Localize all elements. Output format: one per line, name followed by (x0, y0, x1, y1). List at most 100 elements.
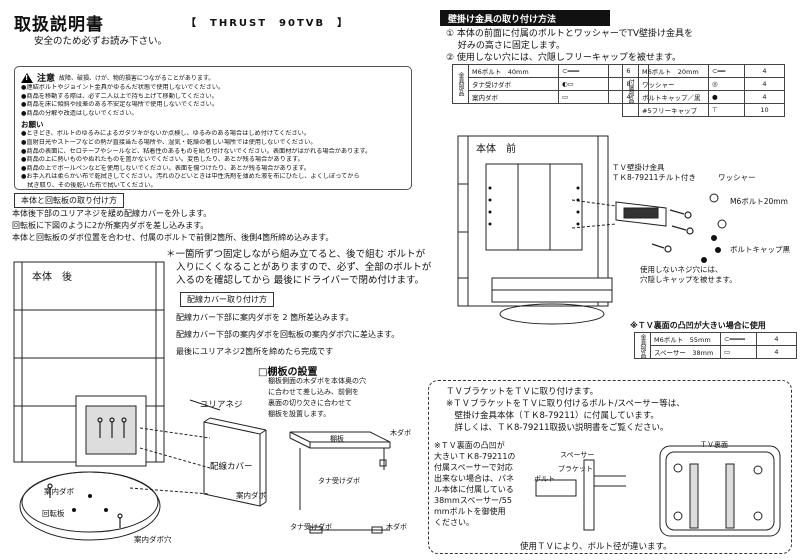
request-item: ●ときどき、ボルトのゆるみによるガタツキがないか点検し、ゆるみのある場合はしめ付… (21, 130, 311, 138)
model-name: 【 THRUST 90TVB 】 (186, 18, 350, 29)
part-name: ボルトキャップ／黒 (638, 90, 709, 104)
caution-item: ●商品を移動する際は、必ず二人以上で持ち上げて移動してください。 (21, 92, 218, 100)
bolt-icon: ⊂══ (712, 67, 726, 75)
shelf-line: 裏面の切り欠きに合わせて (268, 399, 352, 407)
wall-mount-step: 好みの高さに固定します。 (446, 41, 565, 51)
bolt-cap-icon: ● (712, 93, 718, 101)
base-install-line: 本体と回転板のダボ位置を合わせ、付属のボルトで前側2箇所、後側4箇所締め込みます… (12, 233, 334, 242)
parts-left-label: 金具部品 (452, 64, 469, 104)
tv-note-line: 38mmスペーサー/55 (434, 496, 512, 505)
part-name: スペーサー 38mm (650, 345, 721, 359)
cable-cover-line: 配線カバー下部に案内ダボを 2 箇所差込みます。 (176, 313, 354, 322)
base-diagram-label: 本体 後 (32, 272, 72, 283)
tv-bracket-line: ※ＴＶブラケットをＴＶに取り付けるボルト/スペーサー等は、 (446, 399, 685, 409)
tv-note-line: ください。 (434, 518, 474, 527)
parts-right-label: 付属部品 (622, 64, 639, 117)
dowel-icon: ◐▭ (562, 80, 574, 88)
part-name: 案内ダボ (468, 90, 559, 104)
wood-dowel-label: 木ダボ (390, 429, 411, 437)
wall-mount-heading: 壁掛け金具の取り付け方法 (440, 10, 610, 26)
request-item: 拭き取り、その後乾いた布で拭いてください。 (21, 181, 157, 189)
unused-hole-label-1: 使用しないネジ穴には、 (640, 265, 723, 274)
large-gap-heading: ※ＴＶ裏面の凸凹が大きい場合に使用 (630, 321, 766, 330)
caution-item: ●商品を床に傾斜や段差のある不安定な場所で使用しないでください。 (21, 101, 219, 109)
bolt-note-line: 入りにくくなることがありますので、必ず、全部のボルトが (176, 262, 432, 273)
base-install-heading: 本体と回転板の取り付け方 (14, 193, 124, 208)
bolt-label: M6ボルト20mm (730, 197, 788, 206)
rotating-board-label: 回転板 (42, 509, 65, 518)
tv-note-box: ※ＴＶ裏面の凸凹が 大きいＴＫ8-79211の 付属スペーサーで対応 出来ない場… (434, 440, 526, 528)
shelf-line: に合わせて差し込み、前側を (268, 388, 359, 396)
shelf-line: 棚板を設置します。 (268, 410, 331, 418)
bracket-label-1: ＴＶ壁掛け金具 (612, 163, 665, 172)
part-qty: 4 (744, 77, 785, 91)
tv-bracket-line: ＴＶブラケットをＴＶに取り付けます。 (446, 387, 599, 397)
bolt-label-tv: ボルト (534, 475, 555, 483)
part-name: M6ボルト 55mm (650, 332, 721, 346)
guide-dowel-label: 案内ダボ (44, 487, 74, 496)
shelf-label: 棚板 (330, 435, 344, 443)
tana-dowel-label-2: タナ受けダボ (290, 523, 332, 531)
wall-mount-step: ② 使用しない穴には、穴隠しフリーキャップを被せます。 (446, 53, 682, 63)
washer-label: ワッシャー (718, 173, 756, 182)
wall-mount-diagram (457, 135, 727, 325)
bolt-icon: ⊂═══ (562, 67, 580, 75)
spacer-label: スペーサー (560, 451, 595, 459)
request-item: ●商品の上でボールペンなどを使用しないでください。表面を傷つけたり、あとが残る場… (21, 164, 310, 172)
caution-box: 注意 故障、破損、けが、物的損害につながることがあります。 ●連結ボルトやジョイ… (14, 66, 412, 190)
base-assembly-diagram (13, 261, 267, 541)
tv-bracket-line: 壁掛け金具本体（ＴＫ8-79211）に付属しています。 (446, 411, 659, 421)
caution-title: 注意 (37, 74, 56, 84)
part-name: タナ受けダボ (468, 77, 559, 91)
base-install-line: 回転板に下図のように2か所案内ダボを差し込みます。 (12, 221, 209, 230)
request-item: ●直射日光やストーブなどの熱が直接当たる場所や、湿気・乾燥の著しい場所では使用し… (21, 138, 317, 146)
spacer-icon: ▭ (724, 348, 731, 356)
shelf-diagram (289, 431, 391, 534)
base-install-line: 本体後下部のユリアネジを緩め配線カバーを外します。 (12, 209, 212, 218)
bolt-note-line: 入るのを確認してから 最後にドライバーで閉め付けます。 (176, 275, 425, 286)
free-cap-icon: ⊤ (712, 106, 718, 114)
part-name: #5フリーキャップ (638, 103, 709, 117)
part-qty: 4 (744, 90, 785, 104)
tv-footer-note: 使用ＴＶにより、ボルト径が違います。 (520, 542, 672, 552)
tana-dowel-label: タナ受けダボ (318, 477, 360, 485)
request-item: ●お手入れは柔らかい布で乾拭きしてください。汚れのひどいときは中性洗剤を薄めた液… (21, 173, 360, 181)
part-name: ワッシャー (638, 77, 709, 91)
tv-note-line: 付属スペーサーで対応 (434, 463, 513, 472)
front-label: 本体 前 (476, 144, 516, 155)
part-qty: 10 (744, 103, 785, 117)
request-item: ●商品の表面に、セロテープやシールなど、粘着性のあるものを貼り付けないでください… (21, 147, 372, 155)
part-qty: 4 (756, 345, 797, 359)
cable-cover-line: 最後にユリアネジ2箇所を締めたら完成です (176, 347, 334, 356)
wall-mount-step: ① 本体の前面に付属のボルトとワッシャーでTV壁掛け金具を (446, 29, 694, 39)
tv-note-line: mmボルトを御使用 (434, 507, 506, 516)
part-qty: 4 (756, 332, 797, 346)
cable-cover-line: 配線カバー下部の案内ダボを回転板の案内ダボ穴に差込ます。 (176, 330, 400, 339)
guide-dowel-hole-label: 案内ダボ穴 (134, 535, 172, 544)
yuria-screw-label: ユリアネジ (200, 400, 243, 410)
parts-table-left: 金具部品 M6ボルト 40mm ⊂═══ 6 タナ受けダボ ◐▭ 8 案内ダボ … (452, 64, 649, 104)
caution-item: ●連結ボルトやジョイント金具がゆるんだ状態で使用しないでください。 (21, 84, 225, 91)
request-item: ●商品の上に熱いものやぬれたものを置かないでください。変色したり、あとが残る場合… (21, 156, 304, 164)
part-qty: 4 (744, 64, 785, 78)
shelf-line: 棚板側面の木ダボを本体奥の穴 (268, 377, 366, 385)
bolt-icon: ⊂════ (724, 335, 746, 343)
caution-item: ●商品の分解や改造はしないでください。 (21, 109, 138, 117)
unused-hole-label-2: 穴隠しキャップを被せます。 (640, 275, 737, 284)
read-notice: 安全のため必ずお読み下さい。 (34, 36, 168, 47)
large-gap-table: 金具部品 M6ボルト 55mm ⊂════ 4 スペーサー 38mm ▭ 4 (634, 332, 797, 359)
tv-bracket-box (428, 380, 792, 554)
tv-note-line: 大きいＴＫ8-79211の (434, 452, 516, 461)
part-name: M6ボルト 40mm (468, 64, 559, 78)
cable-cover-label: 配線カバー (210, 462, 253, 472)
bracket-label: ブラケット (558, 465, 593, 473)
bolt-note-line: ＊一箇所ずつ固定しながら組み立てると、後で組む ボルトが (166, 249, 426, 260)
wood-dowel-label-2: 木ダボ (386, 523, 407, 531)
tv-back-label: ＴＶ裏面 (700, 441, 728, 449)
shelf-heading: □棚板の設置 (258, 367, 318, 378)
tv-note-line: ※ＴＶ裏面の凸凹が (434, 441, 505, 450)
page-title: 取扱説明書 (14, 15, 104, 35)
bracket-label-2: ＴＫ8-79211チルト付き (612, 173, 696, 182)
bolt-cap-label: ボルトキャップ黒 (730, 245, 790, 254)
warning-icon (21, 72, 33, 83)
